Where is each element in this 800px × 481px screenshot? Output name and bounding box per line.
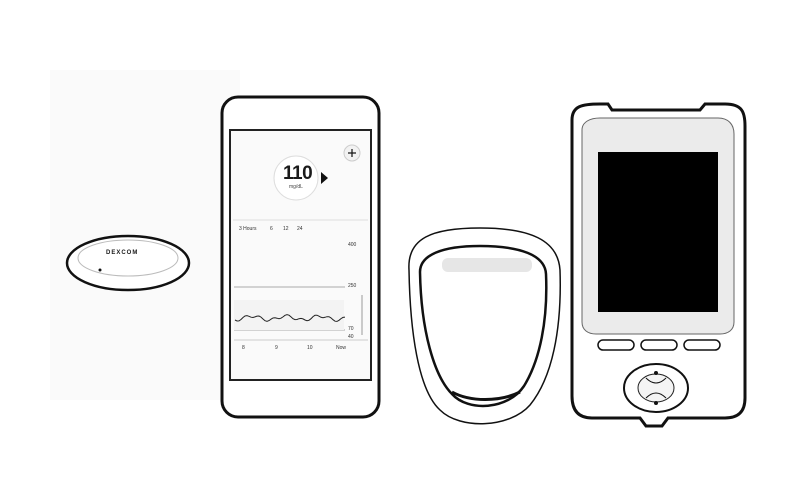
range-tab[interactable]: 3 Hours	[239, 226, 257, 232]
range-tab[interactable]: 12	[283, 226, 289, 232]
y-axis-label: 250	[348, 283, 357, 289]
receiver	[408, 227, 561, 425]
x-axis-label: 10	[307, 345, 313, 351]
y-axis-label: 40	[348, 334, 354, 340]
glucose-value: 110	[283, 163, 313, 184]
cgm-sensor	[65, 234, 191, 292]
x-axis-label: 9	[275, 345, 278, 351]
smartphone	[220, 95, 381, 419]
y-axis-label: 70	[348, 326, 354, 332]
handheld-meter	[570, 102, 747, 428]
sensor-brand-text: DEXCOM	[106, 250, 139, 256]
glucose-unit: mg/dL	[289, 184, 303, 190]
x-axis-label: Now	[336, 345, 347, 351]
range-tab[interactable]: 6	[270, 226, 273, 232]
y-axis-label: 400	[348, 242, 357, 248]
range-tab[interactable]: 24	[297, 226, 303, 232]
x-axis-label: 8	[242, 345, 245, 351]
